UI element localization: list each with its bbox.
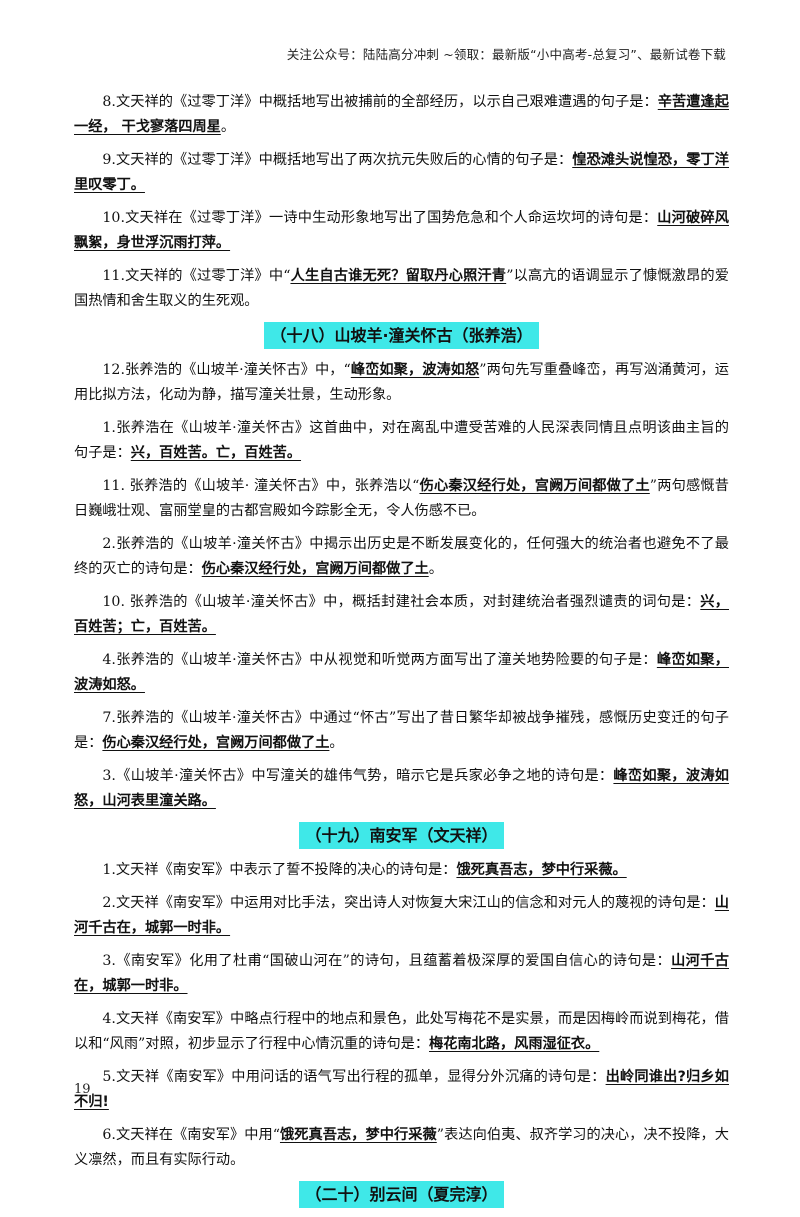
section-heading: （二十）别云间（夏完淳） (74, 1181, 729, 1209)
answer-text: 饿死真吾志，梦中行采薇 (279, 1127, 437, 1143)
answer-text: 伤心秦汉经行处，宫阙万间都做了土 (419, 478, 650, 494)
question-text: 6.文天祥在《南安军》中用“ (102, 1127, 280, 1143)
section-heading-text: （二十）别云间（夏完淳） (299, 1181, 504, 1208)
question-text: 7.张养浩的《山坡羊·潼关怀古》中通过“怀古”写出了昔日繁华却被战争摧残，感慨历… (74, 710, 729, 751)
question-paragraph: 11.文天祥的《过零丁洋》中“人生自古谁无死？留取丹心照汗青”以高亢的语调显示了… (74, 264, 729, 314)
answer-text: 伤心秦汉经行处，宫阙万间都做了土 (102, 735, 330, 751)
answer-text: 出岭同谁出?归乡如不归! (74, 1069, 729, 1110)
question-text: 11.文天祥的《过零丁洋》中“ (102, 268, 291, 284)
question-paragraph: 1.张养浩在《山坡羊·潼关怀古》这首曲中，对在离乱中遭受苦难的人民深表同情且点明… (74, 416, 729, 466)
question-paragraph: 12.张养浩的《山坡羊·潼关怀古》中，“峰峦如聚，波涛如怒”两句先写重叠峰峦，再… (74, 358, 729, 408)
answer-text: 惶恐滩头说惶恐，零丁洋里叹零丁。 (74, 152, 729, 193)
question-paragraph: 10.文天祥在《过零丁洋》一诗中生动形象地写出了国势危急和个人命运坎坷的诗句是：… (74, 206, 729, 256)
question-paragraph: 5.文天祥《南安军》中用问话的语气写出行程的孤单，显得分外沉痛的诗句是：出岭同谁… (74, 1065, 729, 1115)
page-number: 19 (74, 1082, 91, 1097)
section-heading-text: （十九）南安军（文天祥） (299, 822, 504, 849)
question-paragraph: 4.张养浩的《山坡羊·潼关怀古》中从视觉和听觉两方面写出了潼关地势险要的句子是：… (74, 648, 729, 698)
question-text: 1.文天祥《南安军》中表示了誓不投降的决心的诗句是： (102, 862, 457, 878)
question-paragraph: 2.文天祥《南安军》中运用对比手法，突出诗人对恢复大宋江山的信念和对元人的蔑视的… (74, 891, 729, 941)
question-paragraph: 11. 张养浩的《山坡羊· 潼关怀古》中，张养浩以“伤心秦汉经行处，宫阙万间都做… (74, 474, 729, 524)
answer-text: 峰峦如聚，波涛如怒。 (74, 652, 729, 693)
document-body: 8.文天祥的《过零丁洋》中概括地写出被捕前的全部经历，以示自己艰难遭遇的句子是：… (74, 90, 729, 1217)
answer-text: 饿死真吾志，梦中行采薇。 (456, 862, 627, 878)
question-paragraph: 3.《南安军》化用了杜甫“国破山河在”的诗句，且蕴蓄着极深厚的爱国自信心的诗句是… (74, 949, 729, 999)
question-text: 8.文天祥的《过零丁洋》中概括地写出被捕前的全部经历，以示自己艰难遭遇的句子是： (102, 94, 658, 110)
answer-text: 峰峦如聚，波涛如怒 (350, 362, 480, 378)
question-text: 。 (220, 119, 236, 135)
question-text: 2.张养浩的《山坡羊·潼关怀古》中揭示出历史是不断发展变化的，任何强大的统治者也… (74, 536, 729, 577)
answer-text: 梅花南北路，风雨湿征衣。 (429, 1036, 600, 1052)
question-text: 2.文天祥《南安军》中运用对比手法，突出诗人对恢复大宋江山的信念和对元人的蔑视的… (102, 895, 715, 911)
question-paragraph: 9.文天祥的《过零丁洋》中概括地写出了两次抗元失败后的心情的句子是：惶恐滩头说惶… (74, 148, 729, 198)
answer-text: 兴，百姓苦。亡，百姓苦。 (130, 445, 302, 461)
question-text: 4.张养浩的《山坡羊·潼关怀古》中从视觉和听觉两方面写出了潼关地势险要的句子是： (102, 652, 657, 668)
question-text: 。 (329, 735, 344, 751)
question-paragraph: 7.张养浩的《山坡羊·潼关怀古》中通过“怀古”写出了昔日繁华却被战争摧残，感慨历… (74, 706, 729, 756)
question-paragraph: 10. 张养浩的《山坡羊·潼关怀古》中，概括封建社会本质，对封建统治者强烈谴责的… (74, 590, 729, 640)
question-paragraph: 3.《山坡羊·潼关怀古》中写潼关的雄伟气势，暗示它是兵家必争之地的诗句是：峰峦如… (74, 764, 729, 814)
question-text: 9.文天祥的《过零丁洋》中概括地写出了两次抗元失败后的心情的句子是： (102, 152, 573, 168)
question-text: 12.张养浩的《山坡羊·潼关怀古》中，“ (102, 362, 351, 378)
question-paragraph: 4.文天祥《南安军》中略点行程中的地点和景色，此处写梅花不是实景，而是因梅岭而说… (74, 1007, 729, 1057)
question-text: 4.文天祥《南安军》中略点行程中的地点和景色，此处写梅花不是实景，而是因梅岭而说… (74, 1011, 729, 1052)
question-text: 。 (428, 561, 443, 577)
question-paragraph: 2.张养浩的《山坡羊·潼关怀古》中揭示出历史是不断发展变化的，任何强大的统治者也… (74, 532, 729, 582)
section-heading: （十八）山坡羊·潼关怀古（张养浩） (74, 322, 729, 350)
question-text: 3.《山坡羊·潼关怀古》中写潼关的雄伟气势，暗示它是兵家必争之地的诗句是： (102, 768, 614, 784)
question-text: 3.《南安军》化用了杜甫“国破山河在”的诗句，且蕴蓄着极深厚的爱国自信心的诗句是… (102, 953, 672, 969)
question-paragraph: 1.文天祥《南安军》中表示了誓不投降的决心的诗句是：饿死真吾志，梦中行采薇。 (74, 858, 729, 883)
question-paragraph: 8.文天祥的《过零丁洋》中概括地写出被捕前的全部经历，以示自己艰难遭遇的句子是：… (74, 90, 729, 140)
answer-text: 山河千古在，城郭一时非。 (74, 953, 729, 994)
question-text: ”两句先写重叠峰峦，再写汹涌黄河，运用比拟方法，化动为静，描写潼关壮景，生动形象… (74, 362, 729, 403)
answer-text: 伤心秦汉经行处，宫阙万间都做了土 (201, 561, 429, 577)
page-header: 关注公众号：陆陆高分冲刺 ~领取：最新版“小中高考-总复习”、最新试卷下载 (286, 47, 726, 62)
answer-text: 山河千古在，城郭一时非。 (74, 895, 729, 936)
section-heading-text: （十八）山坡羊·潼关怀古（张养浩） (264, 322, 539, 349)
answer-text: 辛苦遭逢起一经， 干戈寥落四周星 (74, 94, 729, 135)
answer-text: 人生自古谁无死？留取丹心照汗青 (290, 268, 507, 284)
question-text: 1.张养浩在《山坡羊·潼关怀古》这首曲中，对在离乱中遭受苦难的人民深表同情且点明… (74, 420, 729, 461)
question-text: 11. 张养浩的《山坡羊· 潼关怀古》中，张养浩以“ (102, 478, 420, 494)
question-text: ”以高亢的语调显示了慷慨激昂的爱国热情和舍生取义的生死观。 (74, 268, 729, 309)
question-paragraph: 6.文天祥在《南安军》中用“饿死真吾志，梦中行采薇”表达向伯夷、叔齐学习的决心，… (74, 1123, 729, 1173)
question-text: 10.文天祥在《过零丁洋》一诗中生动形象地写出了国势危急和个人命运坎坷的诗句是： (102, 210, 658, 226)
question-text: 5.文天祥《南安军》中用问话的语气写出行程的孤单，显得分外沉痛的诗句是： (102, 1069, 606, 1085)
section-heading: （十九）南安军（文天祥） (74, 822, 729, 850)
answer-text: 兴，百姓苦；亡，百姓苦。 (74, 594, 729, 635)
question-text: ”两句感慨昔日巍峨壮观、富丽堂皇的古都宫殿如今踪影全无，令人伤感不已。 (74, 478, 729, 519)
answer-text: 峰峦如聚，波涛如怒，山河表里潼关路。 (74, 768, 729, 809)
question-text: 10. 张养浩的《山坡羊·潼关怀古》中，概括封建社会本质，对封建统治者强烈谴责的… (102, 594, 701, 610)
answer-text: 山河破碎风飘絮，身世浮沉雨打萍。 (74, 210, 729, 251)
